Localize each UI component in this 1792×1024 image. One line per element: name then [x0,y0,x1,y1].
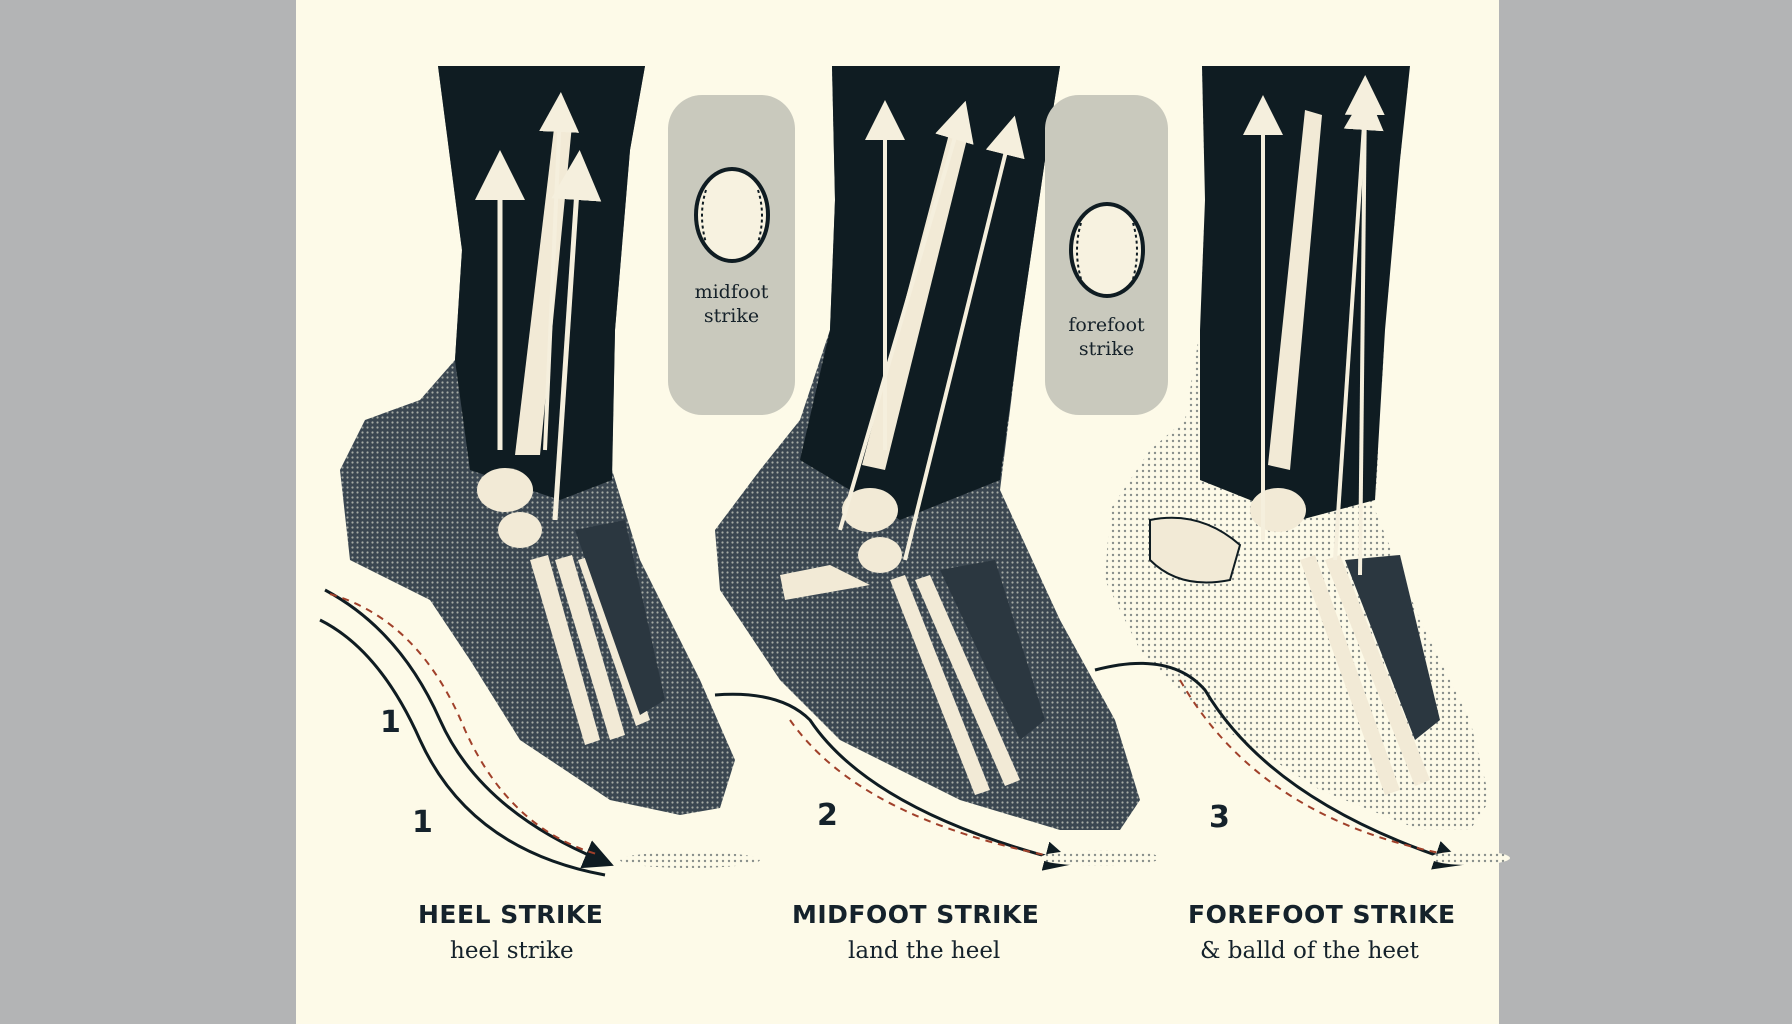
step-number: 1 [380,705,401,740]
forefoot-strike-title: FOREFOOT STRIKE [1188,900,1456,929]
midfoot-strike-subtitle: land the heel [848,938,1001,964]
ball-icon [1068,202,1145,298]
badge-line-2: strike [1078,338,1135,360]
badge-line-2: strike [703,305,760,327]
forefoot-strike-badge: forefoot strike [1045,95,1168,415]
heel-strike-title: HEEL STRIKE [418,900,604,929]
heel-strike-foot-illustration [319,66,760,877]
forefoot-strike-foot-illustration [1094,66,1510,870]
midfoot-strike-title: MIDFOOT STRIKE [792,900,1040,929]
step-number: 2 [817,798,838,833]
midfoot-strike-foot-illustration [714,66,1160,871]
forefoot-strike-subtitle: & balld of the heet [1200,938,1419,964]
badge-line-1: midfoot [694,281,769,303]
ball-icon [693,167,770,263]
badge-line-1: forefoot [1068,314,1145,336]
heel-strike-subtitle: heel strike [450,938,574,964]
midfoot-strike-badge: midfoot strike [668,95,795,415]
step-number: 1 [412,805,433,840]
step-number: 3 [1209,800,1230,835]
